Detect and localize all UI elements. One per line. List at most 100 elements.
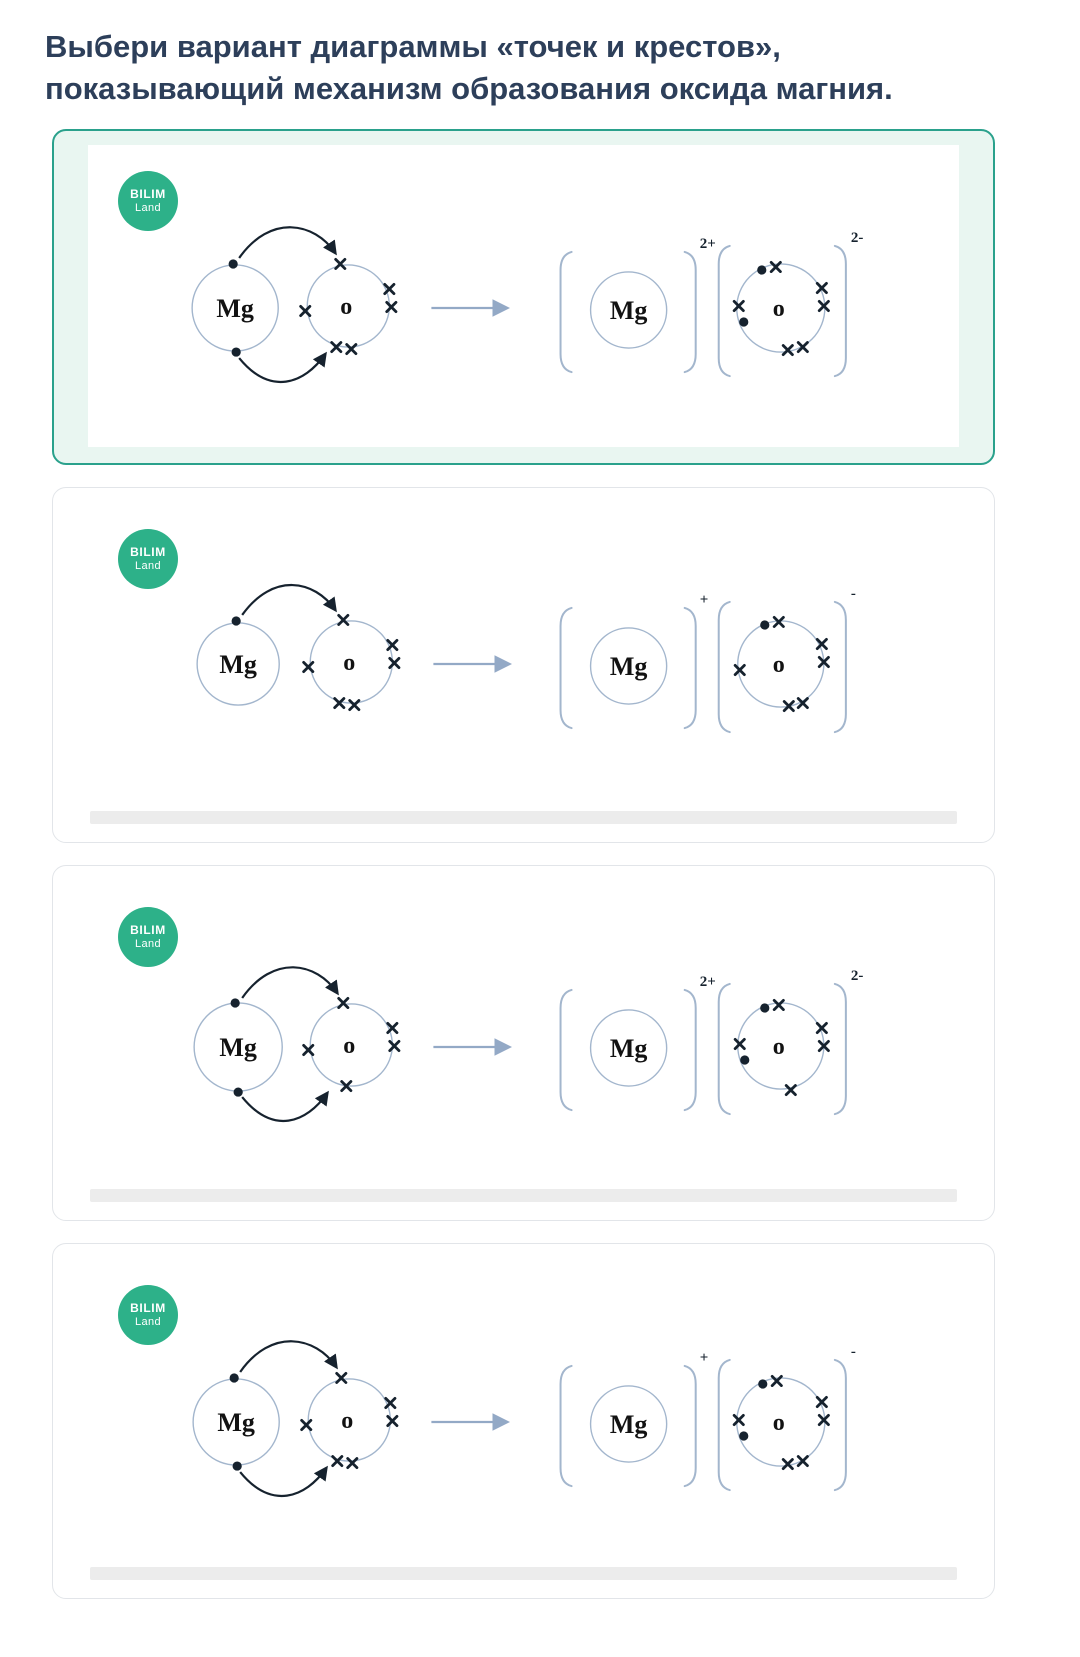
- mg-charge: 2+: [700, 236, 716, 252]
- cross-mark: [302, 661, 315, 674]
- o-charge: 2-: [851, 968, 864, 984]
- o-ion-label: o: [773, 1410, 785, 1436]
- o-atom: o: [302, 614, 401, 712]
- cross-mark: [388, 1040, 401, 1053]
- o-label: o: [340, 294, 352, 320]
- bracket: [559, 1365, 573, 1488]
- o-ion: o -: [717, 586, 856, 734]
- electron-transfer-arrows: [241, 966, 339, 1123]
- diagram-area-2: BILIM Land Mg o: [88, 503, 959, 806]
- o-ion-label: o: [773, 1034, 785, 1060]
- bracket: [559, 251, 573, 374]
- mg-label: Mg: [216, 294, 254, 323]
- mg-ion-label: Mg: [610, 296, 648, 325]
- bracket: [683, 251, 697, 374]
- electron-dot: [231, 616, 241, 626]
- electron-transfer-arrows: [238, 226, 337, 384]
- electron-dot: [740, 1055, 750, 1065]
- cross-mark: [781, 1458, 794, 1471]
- cross-mark: [337, 997, 350, 1010]
- bracket: [833, 245, 847, 378]
- electron-transfer-arrows: [239, 1340, 338, 1498]
- dots-crosses-diagram-3: Mg o: [193, 966, 864, 1123]
- cross-mark: [348, 699, 361, 712]
- logo-text-line1: BILIM: [130, 186, 166, 201]
- o-ion-label: o: [773, 652, 785, 678]
- bracket: [717, 1359, 731, 1492]
- bilimland-logo: BILIM Land: [118, 171, 178, 232]
- bracket: [683, 1365, 697, 1488]
- electron-dot: [230, 998, 240, 1008]
- mg-ion: Mg +: [559, 592, 708, 730]
- answer-option-3[interactable]: BILIM Land Mg o: [52, 865, 995, 1222]
- cross-mark: [388, 657, 401, 670]
- cross-mark: [733, 664, 746, 677]
- electron-transfer-arrows: [241, 584, 337, 616]
- logo-text-line2: Land: [134, 1315, 162, 1328]
- o-ion: o 2-: [717, 968, 864, 1116]
- mg-ion: Mg +: [559, 1350, 709, 1488]
- cross-mark: [335, 1372, 348, 1385]
- cross-mark: [784, 1084, 797, 1097]
- cross-mark: [732, 300, 745, 313]
- mg-ion: Mg 2+: [559, 236, 716, 374]
- cross-mark: [337, 614, 350, 627]
- mg-atom: Mg: [192, 1373, 280, 1471]
- logo-text-line1: BILIM: [130, 922, 166, 937]
- cross-mark: [302, 1044, 315, 1057]
- o-label: o: [341, 1408, 353, 1434]
- logo-text-line1: BILIM: [130, 544, 166, 559]
- bracket: [717, 601, 731, 734]
- answer-option-2[interactable]: BILIM Land Mg o: [52, 487, 995, 844]
- mg-charge: 2+: [700, 974, 716, 990]
- mg-ion: Mg 2+: [559, 974, 716, 1112]
- mg-atom: Mg: [196, 616, 280, 706]
- o-atom: o: [299, 258, 398, 356]
- electron-dot: [229, 1373, 239, 1383]
- diagram-area-4: BILIM Land Mg o: [88, 1259, 959, 1562]
- dots-crosses-diagram-2: Mg o: [196, 584, 856, 734]
- mg-label: Mg: [219, 1033, 257, 1062]
- o-label: o: [343, 1033, 355, 1059]
- logo-text-line2: Land: [134, 937, 162, 950]
- o-ion: o 2-: [717, 230, 863, 378]
- mg-ion-label: Mg: [610, 1410, 648, 1439]
- cross-mark: [796, 1455, 809, 1468]
- bracket: [559, 607, 573, 730]
- bilimland-logo: BILIM Land: [118, 529, 178, 590]
- electron-dot: [760, 1003, 770, 1013]
- o-atom: o: [302, 997, 401, 1093]
- electron-dot: [739, 317, 749, 327]
- cross-mark: [781, 344, 794, 357]
- mg-atom: Mg: [193, 998, 283, 1097]
- answer-option-1[interactable]: BILIM Land Mg o: [52, 129, 995, 466]
- mg-label: Mg: [217, 1408, 255, 1437]
- mg-atom: Mg: [191, 259, 279, 357]
- o-charge: -: [851, 1344, 856, 1360]
- electron-dot: [760, 620, 770, 630]
- electron-dot: [232, 1461, 242, 1471]
- dots-crosses-diagram-1: Mg o: [191, 226, 863, 384]
- bracket: [717, 245, 731, 378]
- bilimland-logo: BILIM Land: [118, 1285, 178, 1346]
- electron-dot: [739, 1431, 749, 1441]
- electron-dot: [757, 265, 767, 275]
- logo-text-line1: BILIM: [130, 1300, 166, 1315]
- diagram-area-3: BILIM Land Mg o: [88, 881, 959, 1184]
- bracket: [833, 601, 847, 734]
- cross-mark: [732, 1414, 745, 1427]
- bracket: [833, 1359, 847, 1492]
- mg-charge: +: [700, 1350, 709, 1366]
- footer-strip: [90, 1189, 957, 1203]
- cross-mark: [330, 341, 343, 354]
- electron-dot: [758, 1379, 768, 1389]
- bracket: [717, 983, 731, 1116]
- cross-mark: [345, 343, 358, 356]
- o-atom: o: [300, 1372, 399, 1470]
- cross-mark: [300, 1419, 313, 1432]
- cross-mark: [334, 258, 347, 271]
- o-ion-label: o: [773, 296, 785, 322]
- cross-mark: [333, 697, 346, 710]
- cross-mark: [346, 1457, 359, 1470]
- answer-option-4[interactable]: BILIM Land Mg o: [52, 1243, 995, 1600]
